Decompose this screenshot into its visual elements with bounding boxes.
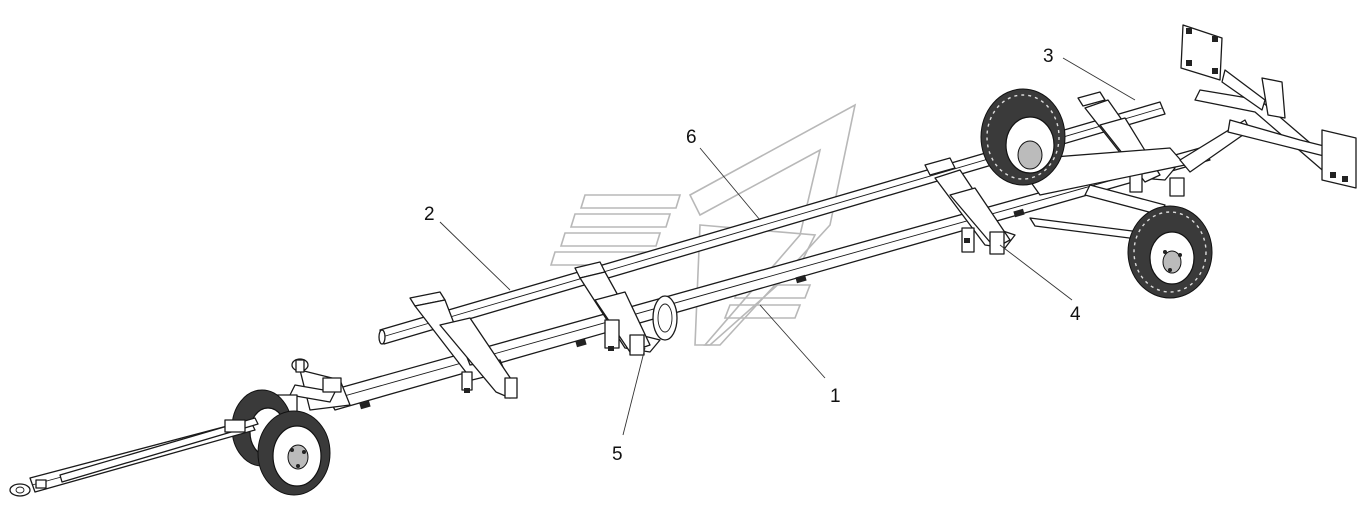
rear-wheel-left (980, 88, 1066, 186)
callout-6: 6 (686, 127, 697, 148)
cross-bracket-rear (924, 157, 1016, 255)
callout-4: 4 (1070, 304, 1081, 325)
logo-watermark (549, 103, 857, 346)
cross-bracket-front (409, 291, 518, 399)
leader-lines (439, 57, 1136, 436)
callout-2: 2 (424, 204, 435, 225)
callout-1: 1 (830, 386, 841, 407)
cross-bracket-middle (574, 261, 678, 356)
front-wheel-front (257, 410, 331, 496)
tow-drawbar (9, 417, 259, 497)
rear-light-frame (1179, 24, 1357, 189)
callout-3: 3 (1043, 46, 1054, 67)
rear-wheel-right (1127, 205, 1213, 299)
callout-5: 5 (612, 444, 623, 465)
